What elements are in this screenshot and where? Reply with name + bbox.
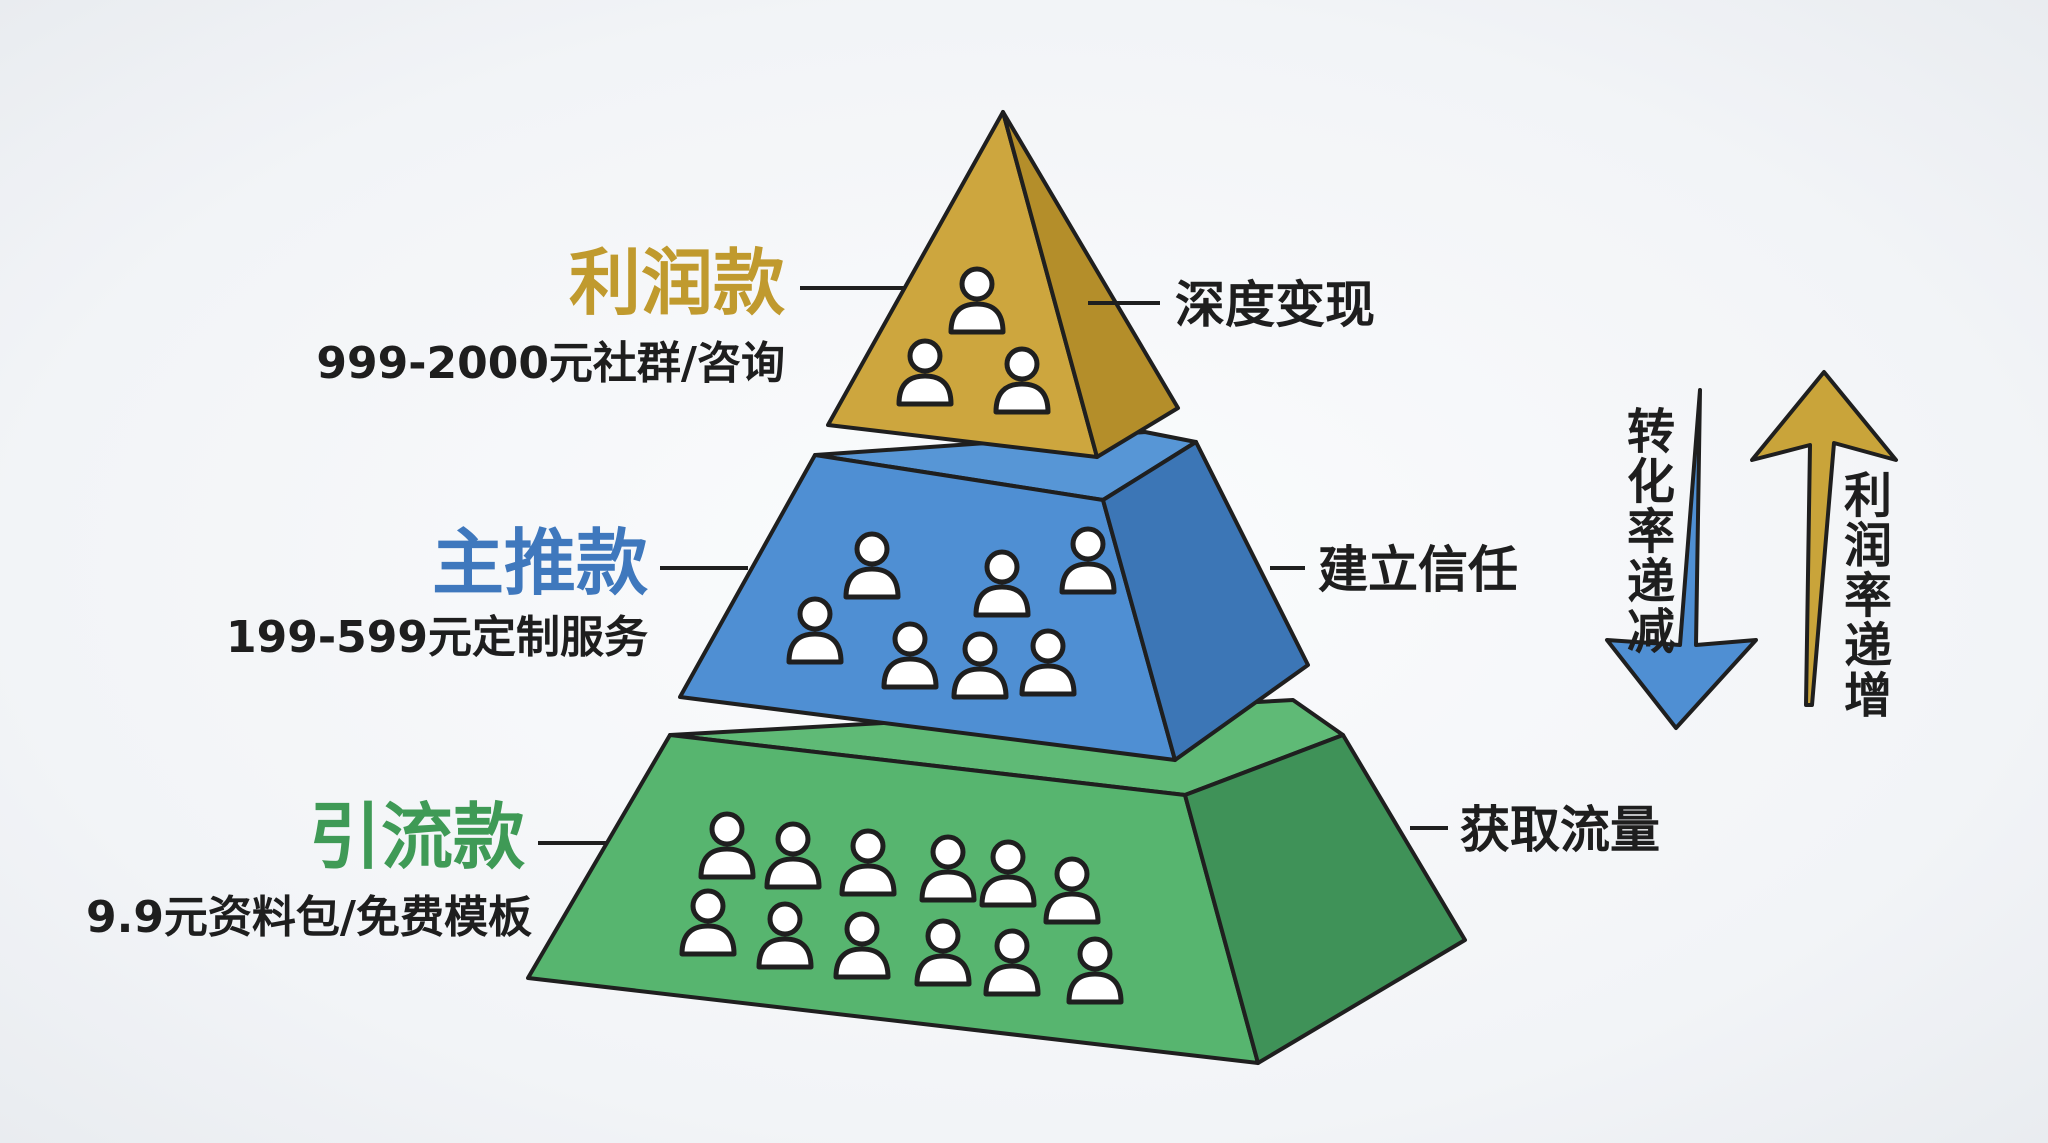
profit-up-arrow: 利润率递增 [1750,370,1898,724]
tier-main-title: 主推款 [432,521,648,605]
arrow-down-icon [1605,388,1758,730]
tier-traffic-title: 引流款 [309,795,525,879]
tier-profit-side-face [1001,110,1180,459]
tier-traffic-subtitle: 9.9元资料包/免费模板 [86,892,532,943]
tier-profit-left-label: 利润款 999-2000元社群/咨询 [316,241,905,389]
tier-traffic-right-label: 获取流量 [1410,801,1660,859]
tier-main-subtitle: 199-599元定制服务 [226,612,648,663]
conversion-down-arrow: 转化率递减 [1605,388,1758,730]
profit-rate-label: 利润率递增 [1844,468,1892,724]
arrow-up-icon [1750,370,1898,707]
tier-main-right-text: 建立信任 [1318,541,1518,599]
tier-profit-subtitle: 999-2000元社群/咨询 [316,338,785,389]
tier-main-left-label: 主推款 199-599元定制服务 [226,521,748,663]
tier-profit-title: 利润款 [569,241,785,325]
tier-profit-right-label: 深度变现 [1088,276,1375,334]
tier-traffic-right-text: 获取流量 [1460,801,1660,859]
tier-main-front-face [678,453,1177,762]
tier-main-right-label: 建立信任 [1270,541,1518,599]
tier-main-side-face [1101,440,1310,762]
tier-traffic-left-label: 引流款 9.9元资料包/免费模板 [86,795,608,943]
tier-profit-right-text: 深度变现 [1175,276,1375,334]
tier-traffic-side-face [1183,733,1467,1065]
conversion-rate-label: 转化率递减 [1627,404,1675,660]
